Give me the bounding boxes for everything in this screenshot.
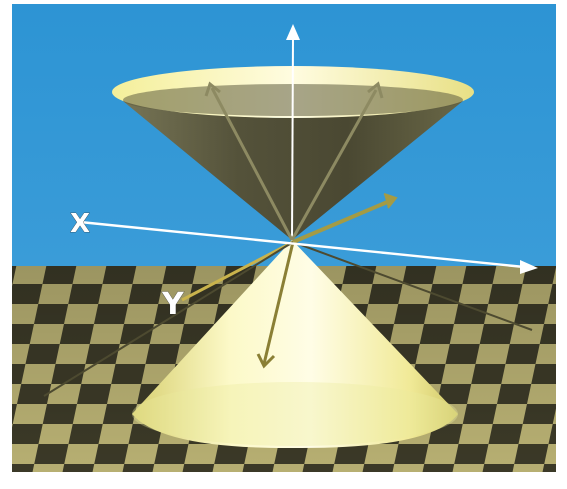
x-axis-line bbox=[79, 220, 538, 274]
x-axis-label: X bbox=[70, 209, 90, 239]
light-cone-scene: X Y bbox=[12, 4, 556, 472]
scene-svg: X Y bbox=[12, 4, 556, 472]
lower-cone bbox=[132, 240, 458, 449]
y-axis-label: Y bbox=[161, 287, 185, 322]
lower-arrows bbox=[43, 193, 533, 397]
lower-cone-base bbox=[132, 382, 458, 446]
upper-arrows bbox=[204, 24, 384, 241]
